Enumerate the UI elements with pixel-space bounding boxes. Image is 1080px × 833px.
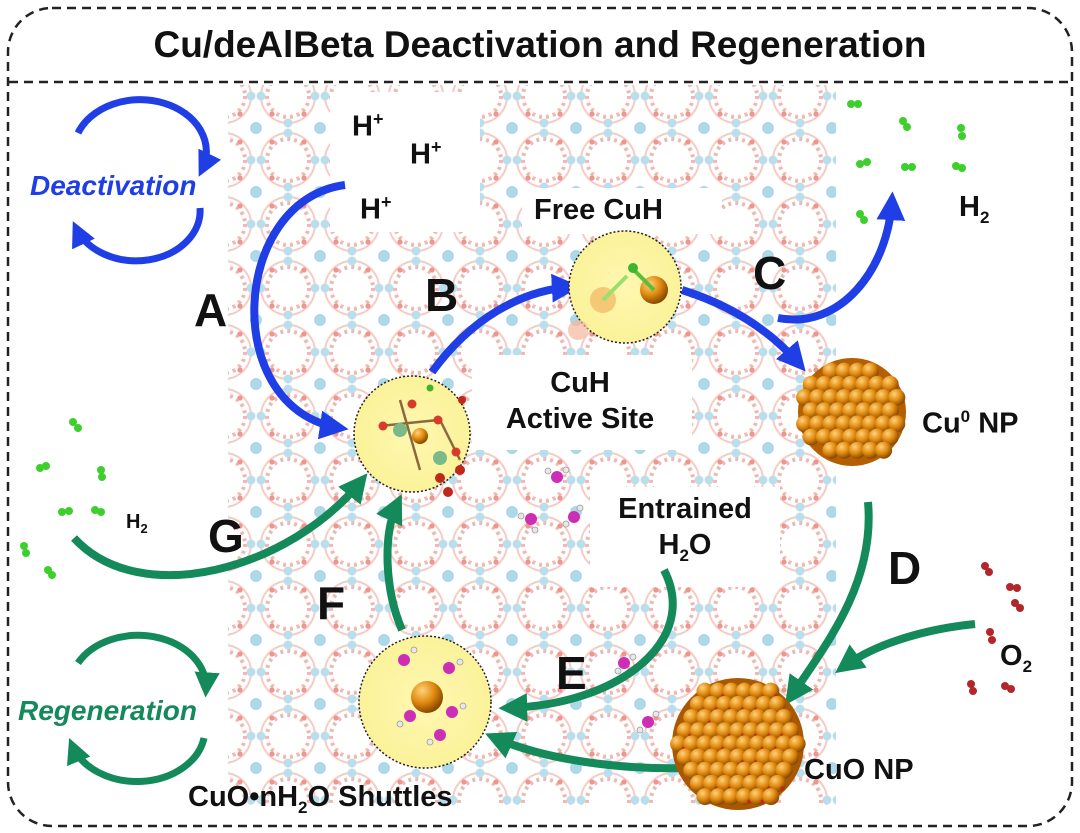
entrained-line1: Entrained [600,491,770,527]
cu-atom [762,788,779,805]
diagram-title: Cu/deAlBeta Deactivation and Regeneratio… [0,26,1080,63]
cuh-active-site-line2: Active Site [490,401,670,437]
h2-label-left: H2 [126,512,148,535]
h2-label-top: H2 [959,193,989,226]
entrained-line2: H2O [600,527,770,566]
cuo-np-label: CuO NP [804,756,914,785]
step-d-label: D [888,545,921,591]
cu0-np-label: Cu0 NP [922,408,1018,439]
proton-label-2: H+ [410,138,441,170]
free-cuh-label: Free CuH [534,196,663,225]
deactivation-label: Deactivation [30,172,197,200]
proton-label-3: H+ [360,193,391,225]
o2-label: O2 [1000,642,1032,675]
step-c-label: C [753,250,786,296]
entrained-water-label: Entrained H2O [600,491,770,566]
cuh-active-site-label: CuH Active Site [490,365,670,438]
cuh-active-site-line1: CuH [490,365,670,401]
step-f-label: F [317,580,345,626]
regeneration-label: Regeneration [18,697,197,725]
o-atom [780,786,784,790]
shuttles-label: CuO•nH2O Shuttles [188,783,453,816]
step-g-label: G [208,513,244,559]
step-e-label: E [556,650,587,696]
step-a-label: A [194,287,227,333]
cu-atom [875,442,892,459]
step-b-label: B [425,272,458,318]
proton-label-1: H+ [352,110,383,142]
cuo-shuttle-site [359,636,491,768]
